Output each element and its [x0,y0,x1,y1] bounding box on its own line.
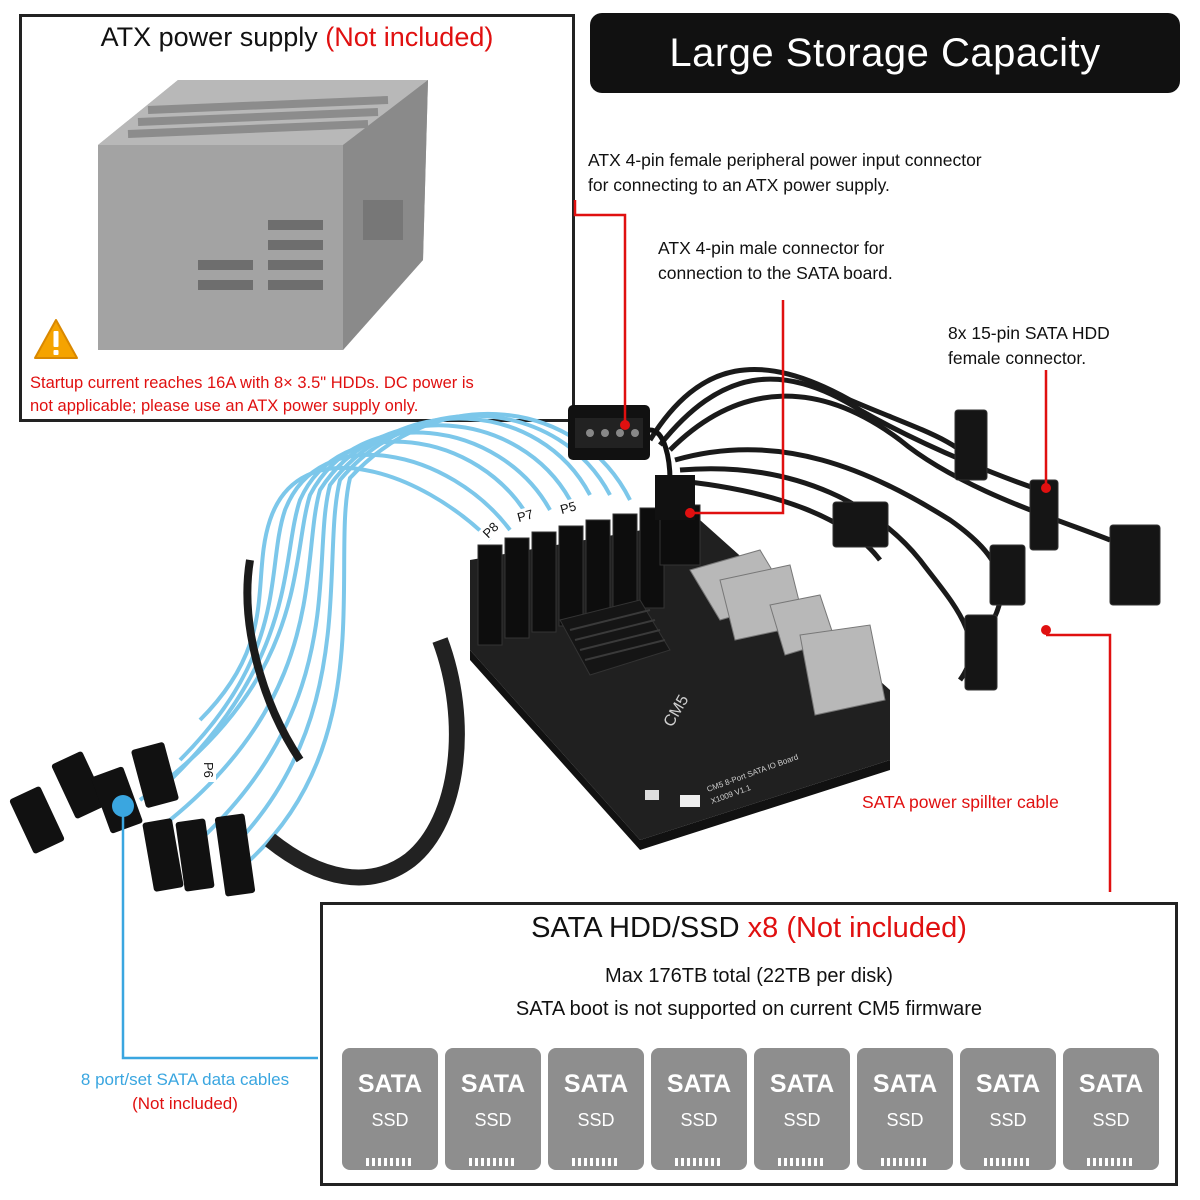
warning-line-2: not applicable; please use an ATX power … [30,397,419,415]
page-title: Large Storage Capacity [669,31,1101,75]
ssd-label-bottom: SSD [474,1110,512,1130]
ssd-label-bottom: SSD [371,1110,409,1130]
data-cable-label: 8 port/set SATA data cables [80,1070,290,1089]
ssd-label-top: SATA [975,1070,1041,1098]
sata-title-main: SATA HDD/SSD [531,912,740,944]
port-label-p5: P5 [558,498,577,517]
ssd-connector-icon [1087,1158,1132,1166]
ssd-label-top: SATA [1078,1070,1144,1098]
ssd-icon: SATA SSD [1063,1048,1159,1170]
sata-connector-callout: 8x 15-pin SATA HDD female connector. [948,321,1110,371]
sata-conn-line-1: 8x 15-pin SATA HDD [948,323,1110,343]
ssd-icon: SATA SSD [960,1048,1056,1170]
ssd-connector-icon [366,1158,411,1166]
ssd-label-top: SATA [872,1070,938,1098]
ssd-connector-icon [675,1158,720,1166]
ssd-label-bottom: SSD [886,1110,924,1130]
atx-title: ATX power supply (Not included) [19,22,575,53]
ssd-label-bottom: SSD [783,1110,821,1130]
ssd-label-top: SATA [357,1070,423,1098]
capacity-note: Max 176TB total (22TB per disk) [605,965,893,987]
sata-title: SATA HDD/SSD x8 (Not included) [320,912,1178,945]
sata-conn-line-2: female connector. [948,348,1087,368]
warning-line-1: Startup current reaches 16A with 8× 3.5"… [30,374,474,392]
splitter-cable-label: SATA power spillter cable [862,792,1059,812]
female-callout-line-1: ATX 4-pin female peripheral power input … [588,150,982,170]
female-callout-line-2: for connecting to an ATX power supply. [588,175,890,195]
power-supply-image [98,80,428,350]
ssd-icon: SATA SSD [754,1048,850,1170]
data-cable-not-included: (Not included) [132,1094,238,1113]
ssd-label-top: SATA [460,1070,526,1098]
ssd-label-bottom: SSD [577,1110,615,1130]
port-label-p6: P6 [201,762,216,778]
sata-title-count: x8 [747,912,779,944]
ssd-label-bottom: SSD [1092,1110,1130,1130]
sata-board-image [470,504,890,850]
title-banner [590,13,1180,93]
warning-icon [34,319,78,359]
sata-title-not-included: (Not included) [786,912,967,944]
female-connector-callout: ATX 4-pin female peripheral power input … [588,148,982,198]
startup-current-warning: Startup current reaches 16A with 8× 3.5"… [30,372,570,418]
ssd-connector-icon [984,1158,1029,1166]
ssd-icon: SATA SSD [445,1048,541,1170]
male-callout-line-2: connection to the SATA board. [658,263,893,283]
male-callout-line-1: ATX 4-pin male connector for [658,238,885,258]
male-connector-callout: ATX 4-pin male connector for connection … [658,236,893,286]
ssd-label-top: SATA [563,1070,629,1098]
ssd-icon: SATA SSD [651,1048,747,1170]
ssd-icon: SATA SSD [857,1048,953,1170]
atx-title-text: ATX power supply [100,22,318,52]
ssd-icon: SATA SSD [342,1048,438,1170]
ssd-icon: SATA SSD [548,1048,644,1170]
ssd-label-top: SATA [666,1070,732,1098]
port-label-p7: P7 [515,506,534,525]
ssd-connector-icon [881,1158,926,1166]
boot-note: SATA boot is not supported on current CM… [515,998,983,1020]
atx-not-included: (Not included) [325,22,494,52]
ssd-connector-icon [572,1158,617,1166]
ssd-connector-icon [469,1158,514,1166]
ssd-label-bottom: SSD [989,1110,1027,1130]
sata-data-cables-image [138,411,632,862]
ssd-label-top: SATA [769,1070,835,1098]
ssd-label-bottom: SSD [680,1110,718,1130]
ssd-connector-icon [778,1158,823,1166]
